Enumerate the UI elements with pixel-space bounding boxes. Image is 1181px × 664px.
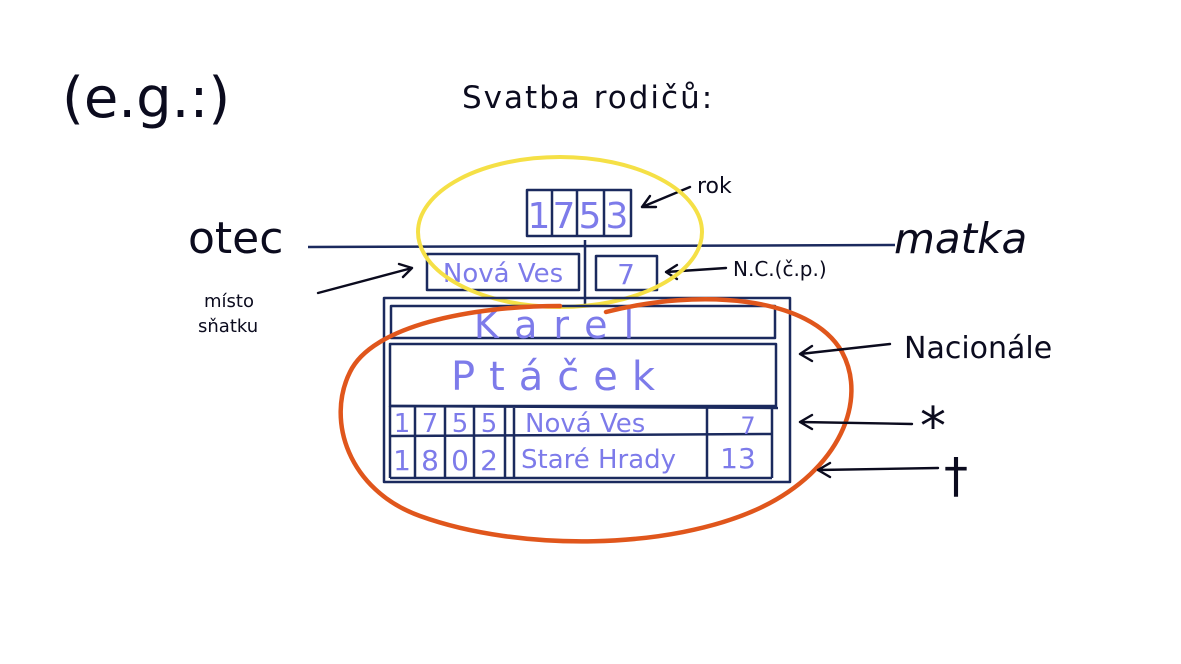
year-arrow-icon — [640, 185, 692, 209]
birth-house-number: 7 — [740, 412, 755, 440]
wedding-house-box — [594, 254, 659, 292]
row-dividers — [388, 406, 774, 478]
place-arrow-icon — [316, 262, 414, 295]
marriage-line — [307, 243, 896, 249]
wedding-year-digit-4: 3 — [606, 196, 629, 237]
wedding-year-dividers — [550, 190, 606, 236]
death-symbol: † — [944, 448, 968, 504]
orange-circle — [338, 297, 854, 544]
death-year-digit-4: 2 — [480, 444, 498, 477]
wedding-year-digit-1: 1 — [528, 196, 551, 237]
house-number-label: N.C.(č.p.) — [733, 257, 827, 281]
birth-year-digit-1: 1 — [394, 409, 411, 439]
birth-row-top-line — [389, 404, 779, 410]
rows-divider-line — [389, 432, 773, 438]
father-label: otec — [188, 213, 283, 264]
place-label-line2: sňatku — [198, 316, 258, 337]
wedding-year-digit-3: 5 — [579, 196, 602, 237]
nationale-arrow-icon — [798, 342, 892, 363]
nationale-card: Karel Ptáček 1 7 5 5 Nová Ves 7 1 8 0 2 … — [382, 296, 792, 484]
wedding-place-box — [425, 252, 581, 292]
birth-place: Nová Ves — [525, 409, 645, 439]
mother-label: matka — [894, 214, 1027, 263]
diagram-title: Svatba rodičů: — [462, 80, 714, 116]
place-label-line1: místo — [204, 291, 254, 312]
birth-symbol: * — [920, 397, 946, 457]
death-place: Staré Hrady — [521, 445, 676, 475]
last-name: Ptáček — [451, 354, 669, 400]
birth-year-digit-4: 5 — [481, 409, 498, 439]
example-label: (e.g.:) — [62, 66, 230, 131]
death-year-digit-3: 0 — [451, 444, 469, 477]
death-house-number: 13 — [720, 442, 756, 475]
death-year-digit-1: 1 — [393, 444, 411, 477]
birth-arrow-icon — [798, 413, 914, 431]
death-arrow-icon — [816, 461, 940, 479]
birth-year-digit-2: 7 — [422, 409, 439, 439]
wedding-year-boxes: 1 7 5 3 — [525, 188, 633, 238]
wedding-year-digit-2: 7 — [553, 196, 576, 237]
nationale-label: Nacionále — [904, 331, 1052, 366]
year-label: rok — [697, 174, 732, 199]
first-name-box — [389, 304, 777, 340]
birth-year-digit-3: 5 — [452, 409, 469, 439]
wedding-place: Nová Ves — [443, 259, 563, 289]
wedding-year-frame — [525, 188, 633, 238]
wedding-house-number: 7 — [617, 258, 635, 291]
nationale-outer-frame — [382, 296, 792, 484]
death-year-digit-2: 8 — [421, 444, 439, 477]
